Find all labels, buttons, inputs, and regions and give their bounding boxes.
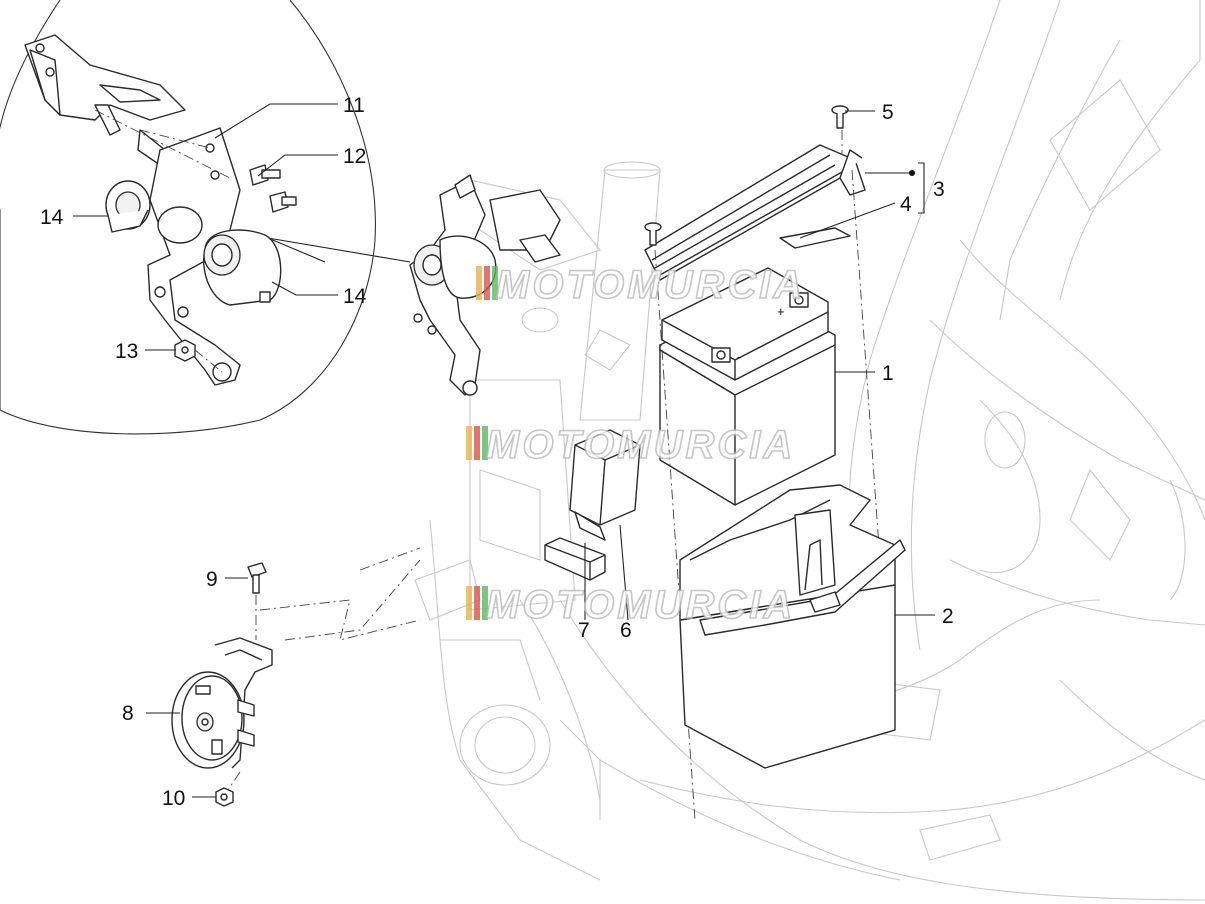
watermark-stripe xyxy=(466,426,472,460)
watermark-text: MOTOMURCIA xyxy=(486,583,795,627)
watermark-stripe xyxy=(474,426,480,460)
inset-screws-12 xyxy=(249,164,297,213)
watermark-bottom: MOTOMURCIA xyxy=(466,582,795,628)
callout-12: 12 xyxy=(343,145,366,168)
inset-frame-mount xyxy=(24,34,186,166)
horn-8 xyxy=(171,637,273,769)
watermark-middle: MOTOMURCIA xyxy=(466,422,795,468)
callout-13: 13 xyxy=(115,340,138,363)
callout-8: 8 xyxy=(122,702,134,725)
callout-14-main: 14 xyxy=(343,285,367,308)
watermark-top: MOTOMURCIA xyxy=(476,262,805,308)
callout-numbers: 1 2 3 4 5 6 7 8 9 10 11 12 13 14 14 xyxy=(40,94,954,810)
watermark-stripe xyxy=(474,586,480,620)
callout-2: 2 xyxy=(942,605,954,628)
inset-bracket-11 xyxy=(147,127,241,386)
watermark-stripe xyxy=(484,266,490,300)
main-bracket-assembly xyxy=(409,174,561,396)
inset-nut-13 xyxy=(174,339,196,362)
callout-9: 9 xyxy=(206,568,218,591)
callout-3: 3 xyxy=(933,178,945,201)
screw-5 xyxy=(831,105,849,129)
battery-tray-2 xyxy=(679,484,906,769)
strap-pad-4 xyxy=(779,227,851,249)
watermark-stripe xyxy=(466,586,472,620)
watermark-stripe xyxy=(482,586,488,620)
leader-lines xyxy=(73,103,935,798)
watermark-text: MOTOMURCIA xyxy=(486,423,795,467)
battery-1: - + xyxy=(659,267,836,506)
fuse-holder-7 xyxy=(544,537,606,581)
callout-1: 1 xyxy=(882,362,894,385)
battery-strap-3 xyxy=(644,144,866,281)
watermark-text: MOTOMURCIA xyxy=(496,263,805,307)
callout-11: 11 xyxy=(343,94,365,117)
battery-negative-label: - xyxy=(737,349,741,364)
watermark-stripe xyxy=(492,266,498,300)
callout-14-inset: 14 xyxy=(40,206,64,229)
scooter-frame-outline xyxy=(414,0,1205,901)
callout-10: 10 xyxy=(162,787,185,810)
callout-4: 4 xyxy=(900,193,912,216)
watermark-stripe xyxy=(476,266,482,300)
callout-6: 6 xyxy=(620,619,632,642)
inset-relay-unit-14 xyxy=(203,229,282,306)
inset-nut-ring-14 xyxy=(105,180,151,233)
battery-positive-label: + xyxy=(777,304,785,319)
callout-5: 5 xyxy=(882,101,894,124)
screw-9 xyxy=(247,562,267,594)
nut-10 xyxy=(215,787,234,807)
callout-7: 7 xyxy=(578,619,590,642)
watermark-stripe xyxy=(482,426,488,460)
screw-5b xyxy=(644,222,662,246)
detail-inset-circle xyxy=(0,0,411,435)
relay-6 xyxy=(569,429,641,541)
